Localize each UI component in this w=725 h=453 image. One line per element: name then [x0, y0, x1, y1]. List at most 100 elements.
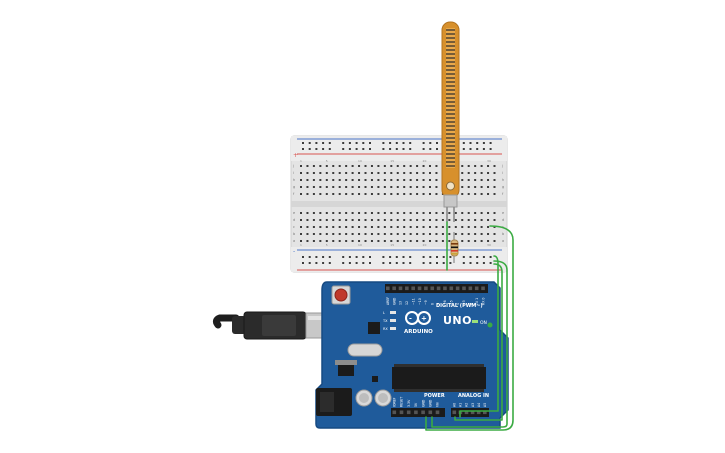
terminal-hole[interactable] — [429, 172, 431, 174]
digital-pin[interactable] — [386, 286, 390, 291]
terminal-hole[interactable] — [474, 179, 477, 181]
top-rail-upper-hole[interactable] — [308, 142, 311, 144]
terminal-hole[interactable] — [383, 240, 386, 242]
terminal-hole[interactable] — [487, 212, 490, 214]
bottom-rail-lower-hole[interactable] — [355, 262, 358, 264]
terminal-hole[interactable] — [461, 165, 464, 167]
terminal-hole[interactable] — [396, 193, 399, 195]
bottom-rail-upper-hole[interactable] — [355, 256, 358, 258]
terminal-hole[interactable] — [403, 233, 406, 235]
terminal-hole[interactable] — [300, 226, 302, 228]
bottom-rail-upper-hole[interactable] — [489, 256, 492, 258]
terminal-hole[interactable] — [467, 165, 470, 167]
terminal-hole[interactable] — [338, 233, 341, 235]
terminal-hole[interactable] — [409, 165, 412, 167]
terminal-hole[interactable] — [474, 212, 477, 214]
terminal-hole[interactable] — [390, 212, 393, 214]
terminal-hole[interactable] — [300, 172, 302, 174]
terminal-hole[interactable] — [416, 226, 419, 228]
top-rail-lower-hole[interactable] — [322, 148, 325, 150]
digital-pin[interactable] — [468, 286, 473, 291]
terminal-hole[interactable] — [319, 219, 322, 221]
terminal-hole[interactable] — [461, 172, 464, 174]
terminal-hole[interactable] — [325, 179, 328, 181]
digital-pin[interactable] — [405, 286, 409, 291]
terminal-hole[interactable] — [377, 226, 380, 228]
top-rail-lower-hole[interactable] — [348, 148, 351, 150]
terminal-hole[interactable] — [390, 172, 393, 174]
terminal-hole[interactable] — [390, 240, 393, 242]
top-rail-upper-hole[interactable] — [355, 142, 358, 144]
digital-pin[interactable] — [443, 286, 447, 291]
terminal-hole[interactable] — [435, 179, 438, 181]
terminal-hole[interactable] — [435, 172, 438, 174]
terminal-hole[interactable] — [493, 193, 496, 195]
analog-pin[interactable] — [452, 410, 457, 415]
terminal-hole[interactable] — [312, 226, 315, 228]
bottom-rail-lower-hole[interactable] — [382, 262, 385, 264]
breadboard-holes[interactable] — [300, 142, 496, 264]
power-pin[interactable] — [414, 410, 418, 415]
terminal-hole[interactable] — [480, 186, 483, 188]
terminal-hole[interactable] — [358, 179, 361, 181]
terminal-hole[interactable] — [441, 233, 444, 235]
terminal-hole[interactable] — [454, 212, 457, 214]
terminal-hole[interactable] — [467, 172, 470, 174]
terminal-hole[interactable] — [422, 226, 425, 228]
terminal-hole[interactable] — [487, 186, 490, 188]
bottom-rail-lower-hole[interactable] — [409, 262, 412, 264]
terminal-hole[interactable] — [364, 233, 367, 235]
bottom-rail-lower-hole[interactable] — [395, 262, 398, 264]
terminal-hole[interactable] — [351, 193, 354, 195]
terminal-hole[interactable] — [467, 219, 470, 221]
top-rail-lower-hole[interactable] — [342, 148, 345, 150]
wire-extra-branch[interactable] — [454, 263, 503, 421]
bottom-rail-upper-hole[interactable] — [362, 256, 365, 258]
terminal-hole[interactable] — [332, 226, 335, 228]
terminal-hole[interactable] — [306, 212, 309, 214]
terminal-hole[interactable] — [474, 233, 477, 235]
bottom-rail-lower-hole[interactable] — [422, 262, 425, 264]
terminal-hole[interactable] — [370, 165, 373, 167]
terminal-hole[interactable] — [461, 193, 464, 195]
terminal-hole[interactable] — [332, 233, 335, 235]
digital-pin[interactable] — [424, 286, 428, 291]
terminal-hole[interactable] — [370, 240, 373, 242]
terminal-hole[interactable] — [383, 219, 386, 221]
terminal-hole[interactable] — [409, 226, 412, 228]
top-rail-lower-hole[interactable] — [436, 148, 438, 150]
terminal-hole[interactable] — [319, 212, 322, 214]
top-rail-lower-hole[interactable] — [402, 148, 405, 150]
terminal-hole[interactable] — [351, 240, 354, 242]
terminal-hole[interactable] — [429, 193, 431, 195]
top-rail-lower-hole[interactable] — [328, 148, 331, 150]
bottom-rail-lower-hole[interactable] — [328, 262, 331, 264]
bottom-rail-lower-hole[interactable] — [449, 262, 452, 264]
terminal-hole[interactable] — [461, 226, 464, 228]
terminal-hole[interactable] — [422, 179, 425, 181]
top-rail-upper-hole[interactable] — [395, 142, 398, 144]
terminal-hole[interactable] — [345, 193, 348, 195]
terminal-hole[interactable] — [390, 179, 393, 181]
top-rail-lower-hole[interactable] — [389, 148, 392, 150]
terminal-hole[interactable] — [390, 226, 393, 228]
terminal-hole[interactable] — [319, 172, 322, 174]
bottom-rail-upper-hole[interactable] — [436, 256, 438, 258]
terminal-hole[interactable] — [364, 165, 367, 167]
terminal-hole[interactable] — [396, 179, 399, 181]
terminal-hole[interactable] — [306, 240, 309, 242]
digital-pin[interactable] — [455, 286, 460, 291]
terminal-hole[interactable] — [416, 219, 419, 221]
terminal-hole[interactable] — [474, 193, 477, 195]
terminal-hole[interactable] — [332, 186, 335, 188]
terminal-hole[interactable] — [364, 179, 367, 181]
bottom-rail-lower-hole[interactable] — [469, 262, 472, 264]
terminal-hole[interactable] — [306, 226, 309, 228]
analog-header[interactable] — [451, 408, 489, 417]
bottom-rail-lower-hole[interactable] — [402, 262, 405, 264]
terminal-hole[interactable] — [370, 226, 373, 228]
bottom-rail-upper-hole[interactable] — [482, 256, 485, 258]
terminal-hole[interactable] — [383, 172, 386, 174]
terminal-hole[interactable] — [332, 240, 335, 242]
terminal-hole[interactable] — [454, 219, 457, 221]
